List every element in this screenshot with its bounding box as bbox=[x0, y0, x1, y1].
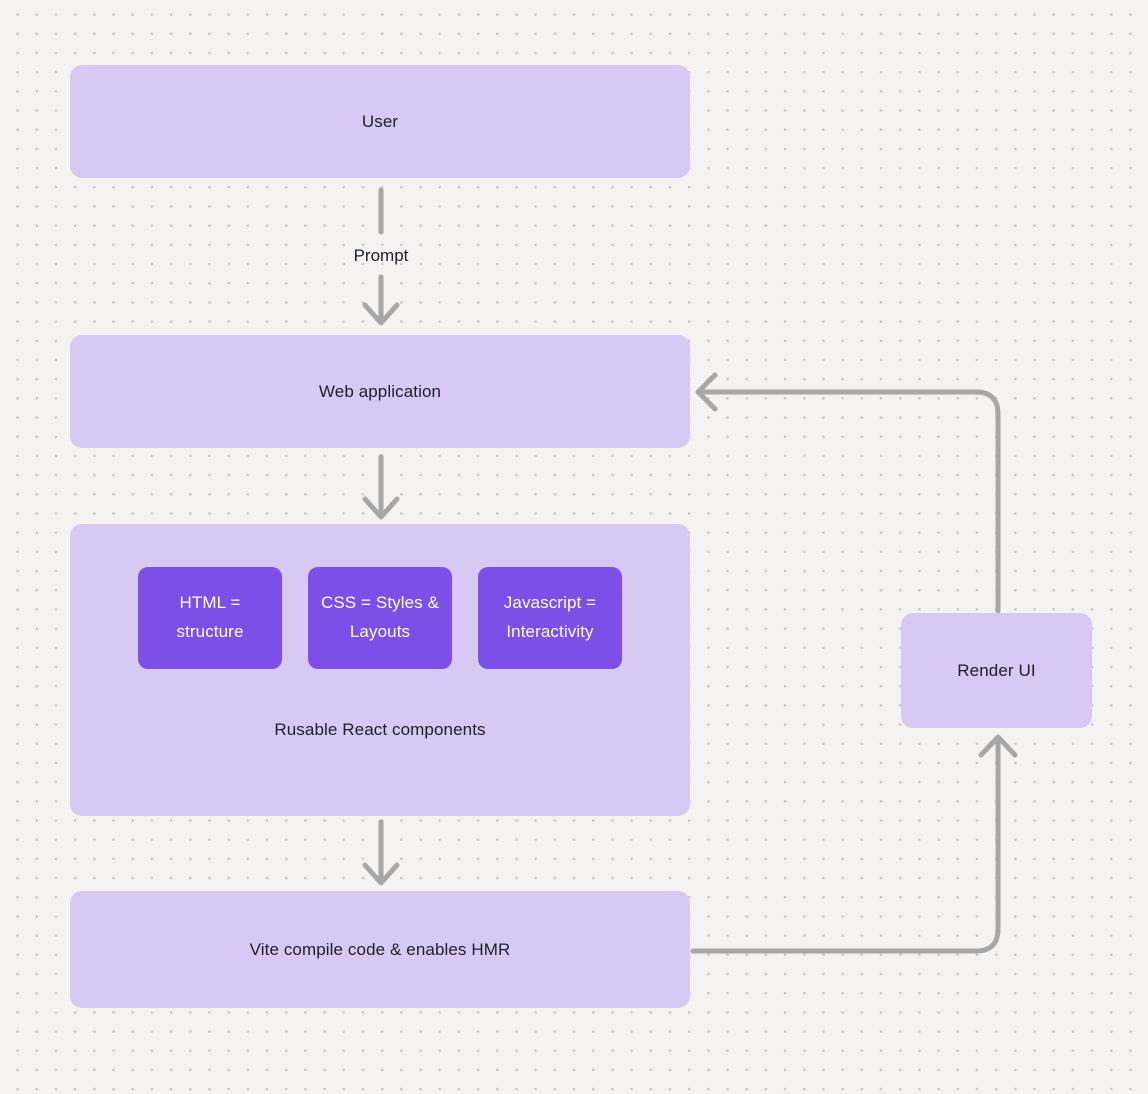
node-user-label: User bbox=[361, 111, 399, 131]
node-javascript-interactivity-label: Javascript = Interactivity bbox=[503, 593, 597, 641]
node-javascript-interactivity[interactable]: Javascript = Interactivity bbox=[478, 567, 622, 669]
node-vite-compile-label: Vite compile code & enables HMR bbox=[249, 939, 511, 959]
node-user[interactable]: User bbox=[70, 65, 690, 178]
arrow-vite-to-render-ui bbox=[690, 734, 1018, 954]
node-css-styles[interactable]: CSS = Styles & Layouts bbox=[308, 567, 452, 669]
arrow-prompt-to-webapp bbox=[362, 274, 400, 326]
node-render-ui-label: Render UI bbox=[957, 660, 1036, 680]
arrow-render-ui-to-webapp bbox=[695, 372, 1001, 614]
node-css-styles-label: CSS = Styles & Layouts bbox=[320, 593, 440, 641]
node-html-structure[interactable]: HTML = structure bbox=[138, 567, 282, 669]
node-components-group-label: Rusable React components bbox=[274, 720, 486, 739]
node-web-application[interactable]: Web application bbox=[70, 335, 690, 448]
node-components-group[interactable]: HTML = structure CSS = Styles & Layouts … bbox=[70, 524, 690, 816]
edge-label-prompt: Prompt bbox=[353, 246, 409, 265]
arrow-webapp-to-components bbox=[362, 454, 400, 520]
node-html-structure-label: HTML = structure bbox=[176, 593, 244, 641]
arrow-components-to-vite bbox=[362, 819, 400, 886]
node-web-application-label: Web application bbox=[318, 381, 442, 401]
node-vite-compile[interactable]: Vite compile code & enables HMR bbox=[70, 891, 690, 1008]
node-render-ui[interactable]: Render UI bbox=[901, 613, 1092, 728]
